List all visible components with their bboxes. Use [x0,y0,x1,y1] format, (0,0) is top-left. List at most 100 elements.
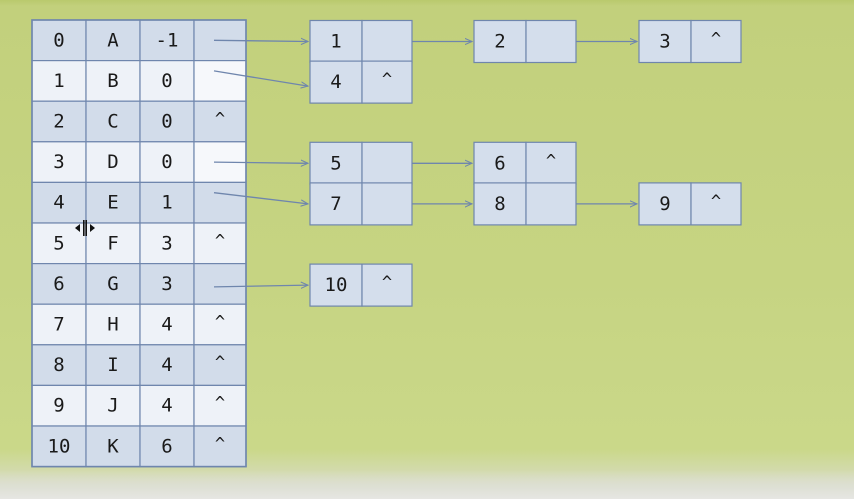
letter-cell: D [107,151,118,173]
index-cell: 10 [48,435,71,457]
parent-cell-box [139,222,195,265]
letter-cell-box [85,263,141,305]
node-next: ^ [711,192,721,212]
node-next-box [525,182,577,226]
node-value-box [309,19,363,64]
letter-cell-box [85,100,141,143]
pointer-cell-box [193,181,247,224]
index-cell: 2 [53,111,64,133]
index-cell-box [31,384,87,427]
pointer-cell-box [193,303,247,346]
pointer-cell: ^ [215,313,225,333]
head-pointer-arrow [213,162,308,163]
node-value: 5 [330,152,341,174]
top-title-strip [0,0,854,6]
list-node: 3^ [638,19,742,64]
node-value-box [473,19,527,64]
node-next: ^ [711,30,721,50]
index-cell-box [31,263,87,305]
node-value: 1 [330,31,341,53]
letter-cell: H [107,314,118,336]
node-next-box [361,182,413,226]
pointer-cell: ^ [215,434,225,454]
pointer-cell-box [193,59,247,102]
list-node: 4^ [309,60,413,104]
node-value: 3 [659,31,670,53]
node-value-box [309,60,363,104]
head-pointer-arrow [213,192,308,204]
node-value-box [473,141,527,185]
letter-cell-box [85,141,141,184]
letter-cell-box [85,181,141,224]
node-value-box [309,141,363,185]
parent-cell: 3 [161,232,172,254]
table-row: 7 H 4 ^ [31,303,247,346]
list-node: 5 [309,141,413,185]
letter-cell: I [107,354,118,376]
pointer-cell: ^ [215,353,225,373]
index-cell: 4 [53,192,64,214]
node-next: ^ [382,70,392,90]
head-pointer-arrow [213,285,308,287]
node-next-box [361,141,413,185]
list-node: 1 [309,19,413,64]
pointer-cell-box [193,263,247,305]
node-value: 10 [325,274,348,296]
list-node: 2 [473,19,577,64]
node-next-box [361,19,413,64]
node-next: ^ [546,151,556,171]
node-value: 4 [330,71,341,93]
index-cell: 7 [53,314,64,336]
list-node: 8 [473,182,577,226]
parent-cell: 4 [161,314,172,336]
pointer-cell: ^ [215,394,225,414]
letter-cell: B [107,70,118,92]
letter-cell: G [107,273,118,295]
index-cell: 8 [53,354,64,376]
parent-cell-box [139,181,195,224]
index-cell: 3 [53,151,64,173]
index-cell-box [31,425,87,468]
letter-cell-box [85,384,141,427]
node-value-box [309,263,363,307]
parent-cell: 1 [161,192,172,214]
pointer-cell: ^ [215,231,225,251]
node-next-box [361,60,413,104]
pointer-cell: ^ [215,110,225,130]
parent-cell: 0 [161,151,172,173]
letter-cell: C [107,111,118,133]
table-row: 6 G 3 [31,263,247,305]
head-pointer-arrow [213,40,308,41]
letter-cell-box [85,19,141,62]
parent-cell-box [139,100,195,143]
list-node: 10^ [309,263,413,307]
node-value: 7 [330,193,341,215]
index-cell: 6 [53,273,64,295]
node-value: 9 [659,193,670,215]
node-value-box [638,182,692,226]
parent-cell: 3 [161,273,172,295]
node-value-box [638,19,692,64]
table-row: 3 D 0 [31,141,247,184]
node-next-box [690,182,742,226]
parent-cell-box [139,384,195,427]
node-value-box [473,182,527,226]
node-value: 2 [494,31,505,53]
letter-cell-box [85,303,141,346]
column-resize-cursor-icon [74,219,96,237]
list-node: 6^ [473,141,577,185]
node-value: 6 [494,152,505,174]
head-pointer-arrow [213,70,308,86]
letter-cell: A [107,29,119,51]
node-next-box [525,19,577,64]
index-cell: 5 [53,232,64,254]
